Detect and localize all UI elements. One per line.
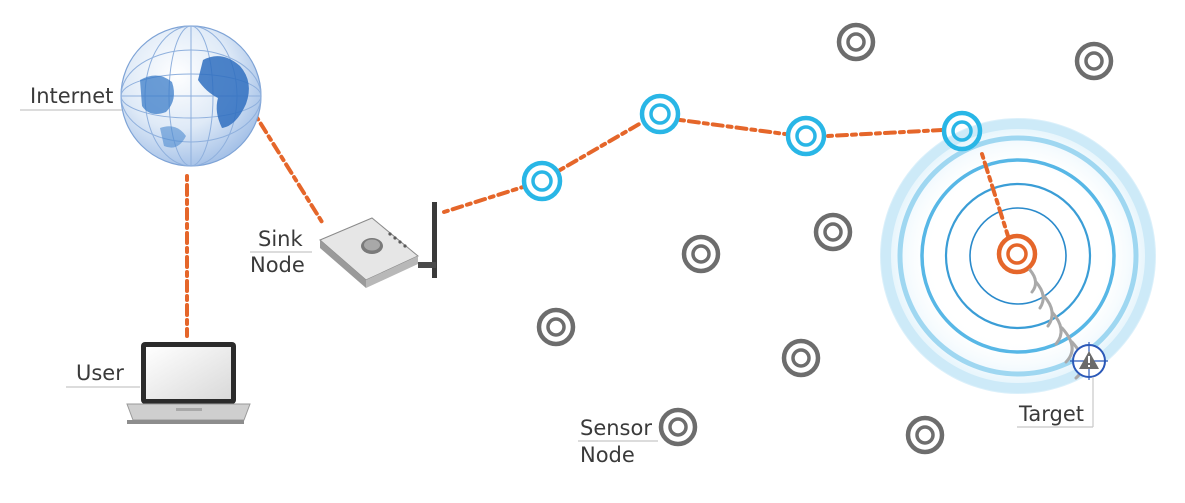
sensor-node [1074,41,1114,81]
sensor-node [681,234,721,274]
link-n2-n3 [678,118,787,136]
user-label-group: User [66,361,140,388]
link-n1-n2 [558,121,643,172]
sensor-node [536,307,576,347]
link-n4-source [980,152,1010,238]
target-label-group: Target [1017,377,1094,428]
idle-nodes [536,22,1114,455]
warning-icon [1070,342,1108,380]
source-node [996,233,1038,275]
network-links [185,114,1010,338]
relay-node [941,110,983,152]
internet-label-group: Internet [20,84,122,111]
laptop-icon [126,342,251,424]
sensor-label-group: Sensor Node [578,416,658,467]
relay-node [639,93,681,135]
link-globe-sink [254,114,324,224]
sensor-node-legend [658,407,698,447]
link-n3-n4 [826,128,944,138]
sensor-label-line2: Node [580,443,635,467]
sensor-label-line1: Sensor [580,416,652,440]
relay-node [521,160,563,202]
sensor-node [781,338,821,378]
sensor-node [813,212,853,252]
link-sink-n1 [442,185,525,214]
globe-icon [120,25,262,167]
router-icon [319,202,437,288]
sensor-node [836,22,876,62]
sink-label-group: Sink Node [250,227,312,277]
target-wave-field [880,118,1156,394]
active-nodes [521,93,983,202]
sensor-node [905,415,945,455]
target-label: Target [1018,402,1084,426]
target-motion-trail [1028,268,1085,380]
relay-node [785,115,827,157]
user-label: User [76,361,124,385]
sink-label-line2: Node [250,253,305,277]
internet-label: Internet [30,84,113,108]
sink-label-line1: Sink [258,227,303,251]
